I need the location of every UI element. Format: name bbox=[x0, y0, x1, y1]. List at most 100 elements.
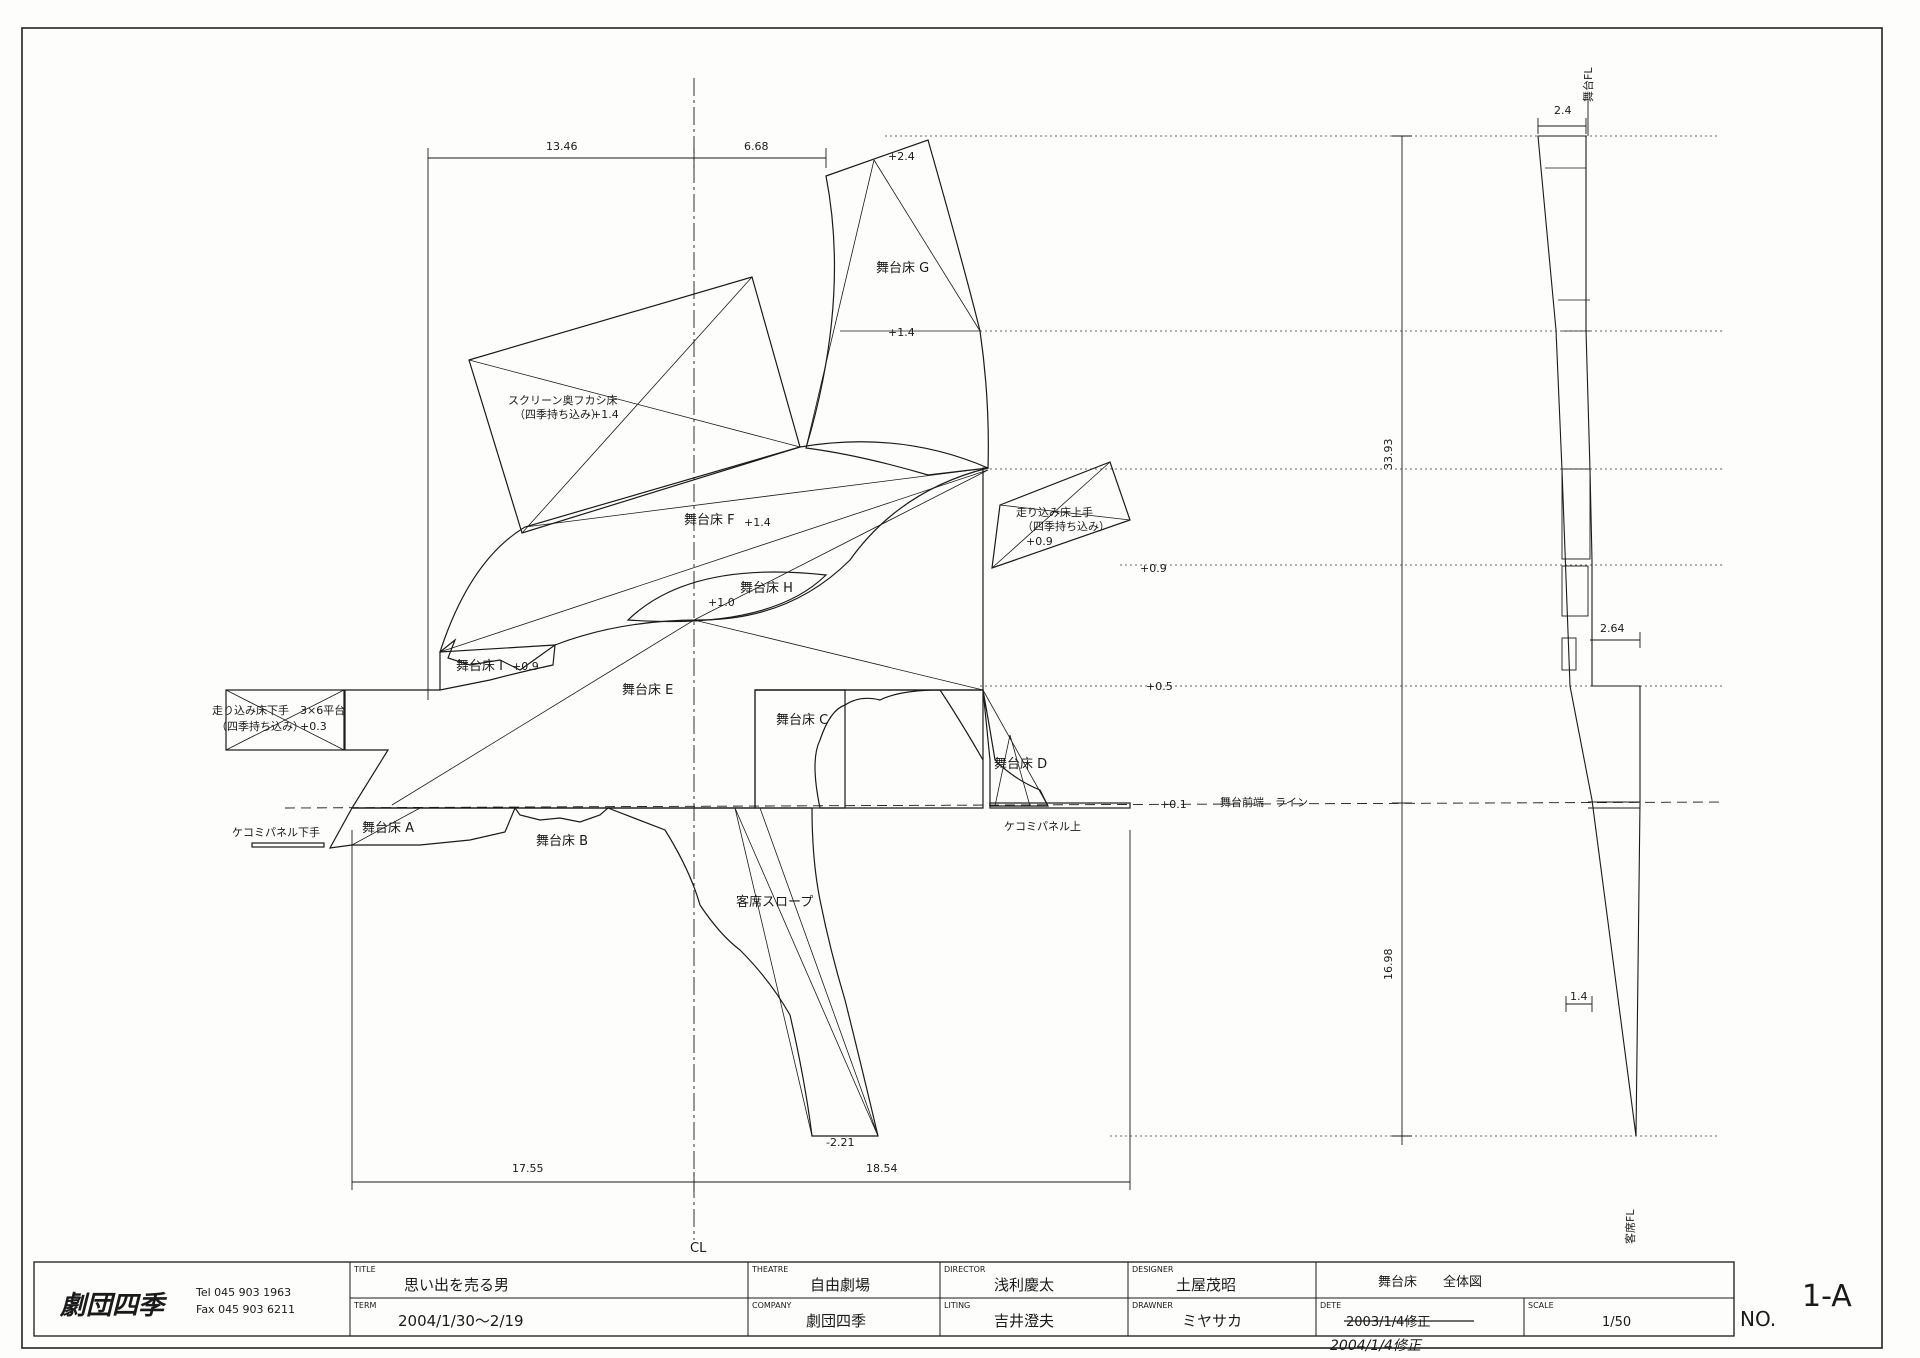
lighting-value: 吉井澄夫 bbox=[994, 1312, 1054, 1330]
stage-floor-a-diagonal bbox=[351, 807, 421, 846]
dim-vertical-total: 33.93 bbox=[1382, 439, 1395, 471]
stage-floor-i bbox=[439, 638, 556, 691]
drawing-name: 舞台床 全体図 bbox=[1378, 1274, 1482, 1290]
area-d-label: 舞台床 D bbox=[994, 757, 1047, 772]
term-value: 2004/1/30～2/19 bbox=[398, 1312, 524, 1330]
left-platform bbox=[225, 689, 345, 751]
term-label: TERM bbox=[353, 1301, 377, 1310]
side-dim-top: 2.4 bbox=[1554, 104, 1572, 117]
level-guide-lines bbox=[885, 135, 1725, 1137]
side-view bbox=[1537, 100, 1641, 1137]
company-fax: Fax 045 903 6211 bbox=[196, 1303, 295, 1316]
dim-top-right: 6.68 bbox=[744, 140, 769, 153]
title-block bbox=[33, 1261, 1735, 1337]
title-label: TITLE bbox=[353, 1265, 376, 1274]
kecomi-right-note: ケコミパネル上 bbox=[1004, 820, 1081, 833]
stage-floor-d-diagonals bbox=[982, 689, 1049, 807]
vertical-dimensions bbox=[1392, 135, 1412, 1145]
screen-level: +1.4 bbox=[592, 408, 619, 421]
stage-floor-h bbox=[626, 571, 828, 623]
plan-labels: 13.46 6.68 17.55 18.54 33.93 16.98 CL +2… bbox=[212, 140, 1395, 1256]
scale-label: SCALE bbox=[1528, 1301, 1554, 1310]
side-label-top: 舞台FL bbox=[1581, 67, 1595, 102]
screen-note-2: （四季持ち込み） bbox=[514, 407, 602, 421]
area-b-label: 舞台床 B bbox=[536, 834, 588, 849]
level-g-mid: +1.4 bbox=[888, 326, 915, 339]
audience-slope bbox=[607, 807, 879, 1137]
screen-back-platform-diagonals bbox=[468, 276, 801, 534]
plan-view bbox=[225, 78, 1726, 1240]
left-platform-diagonals bbox=[225, 689, 345, 751]
side-dim-bottom: 1.4 bbox=[1570, 990, 1588, 1003]
title-block-text: 劇団四季 Tel 045 903 1963 Fax 045 903 6211 T… bbox=[59, 1265, 1852, 1354]
side-label-bottom: 客席FL bbox=[1623, 1209, 1637, 1244]
level-line-09: +0.9 bbox=[1140, 562, 1167, 575]
theatre-value: 自由劇場 bbox=[810, 1276, 870, 1294]
area-f-label: 舞台床 F bbox=[684, 513, 735, 528]
level-h: +1.0 bbox=[708, 596, 735, 609]
level-slope-bottom: -2.21 bbox=[826, 1136, 854, 1149]
side-view-labels: 2.4 2.64 1.4 舞台FL 客席FL bbox=[1554, 67, 1637, 1244]
director-label: DIRECTOR bbox=[944, 1265, 986, 1274]
audience-slope-diagonals bbox=[734, 807, 879, 1137]
area-a-label: 舞台床 A bbox=[362, 821, 414, 836]
area-e-label: 舞台床 E bbox=[622, 683, 673, 698]
side-dim-mid: 2.64 bbox=[1600, 622, 1625, 635]
level-f: +1.4 bbox=[744, 516, 771, 529]
kecomi-left-note: ケコミパネル下手 bbox=[232, 825, 320, 839]
stage-floor-c-box bbox=[754, 689, 846, 809]
right-platform-note-2: （四季持ち込み） bbox=[1022, 519, 1110, 533]
stage-front-note: 舞台前端 ライン bbox=[1220, 795, 1308, 809]
stage-front-line bbox=[284, 801, 1726, 809]
area-g-label: 舞台床 G bbox=[876, 261, 929, 276]
area-h-label: 舞台床 H bbox=[740, 581, 793, 596]
right-platform-diagonals bbox=[991, 461, 1131, 569]
stage-floor-a bbox=[328, 807, 516, 849]
area-slope-label: 客席スロープ bbox=[736, 894, 813, 910]
theatre-label: THEATRE bbox=[751, 1265, 788, 1274]
level-left-platform: +0.3 bbox=[300, 720, 327, 733]
company-logo: 劇団四季 bbox=[59, 1291, 168, 1321]
title-value: 思い出を売る男 bbox=[404, 1276, 509, 1294]
sheet-no-label: NO. bbox=[1740, 1307, 1776, 1331]
screen-note-1: スクリーン奥フカシ床 bbox=[508, 393, 617, 407]
bottom-dimensions bbox=[351, 830, 1131, 1192]
dim-bottom-left: 17.55 bbox=[512, 1162, 544, 1175]
date-handwritten: 2004/1/4修正 bbox=[1330, 1338, 1423, 1354]
area-c-label: 舞台床 C bbox=[776, 713, 828, 728]
level-i: +0.9 bbox=[512, 660, 539, 673]
date-label: DETE bbox=[1320, 1301, 1341, 1310]
director-value: 浅利慶太 bbox=[994, 1276, 1054, 1294]
level-line-05: +0.5 bbox=[1146, 680, 1173, 693]
drawner-label: DRAWNER bbox=[1132, 1301, 1173, 1310]
stage-floor-d bbox=[982, 689, 1049, 807]
stage-floor-e-diagonals bbox=[391, 469, 989, 806]
lighting-label: LITING bbox=[944, 1301, 970, 1310]
left-platform-note-2: （四季持ち込み） bbox=[216, 719, 304, 733]
designer-label: DESIGNER bbox=[1132, 1265, 1174, 1274]
stage-floor-g bbox=[805, 139, 989, 476]
top-dimensions bbox=[427, 148, 827, 700]
sheet-no-value: 1-A bbox=[1802, 1279, 1852, 1314]
level-right-platform: +0.9 bbox=[1026, 535, 1053, 548]
stage-floor-b bbox=[513, 807, 610, 823]
stage-floor-c bbox=[755, 689, 984, 809]
company-label: COMPANY bbox=[752, 1301, 792, 1310]
company-tel: Tel 045 903 1963 bbox=[195, 1286, 291, 1299]
right-platform-note-1: 走り込み床上手 bbox=[1016, 505, 1093, 519]
kecomi-panel-left bbox=[251, 842, 325, 848]
scale-value: 1/50 bbox=[1602, 1315, 1631, 1330]
date-struck: 2003/1/4修正 bbox=[1346, 1315, 1430, 1330]
designer-value: 土屋茂昭 bbox=[1176, 1276, 1236, 1294]
dim-top-left: 13.46 bbox=[546, 140, 578, 153]
drawner-value: ミヤサカ bbox=[1182, 1312, 1242, 1330]
stage-floor-g-diagonals bbox=[805, 159, 981, 449]
stage-floor-f bbox=[439, 441, 990, 653]
dim-vertical-lower: 16.98 bbox=[1382, 949, 1395, 981]
company-value: 劇団四季 bbox=[806, 1312, 866, 1330]
sheet-border bbox=[21, 27, 1883, 1349]
area-i-label: 舞台床 I bbox=[456, 659, 503, 674]
level-g-top: +2.4 bbox=[888, 150, 915, 163]
